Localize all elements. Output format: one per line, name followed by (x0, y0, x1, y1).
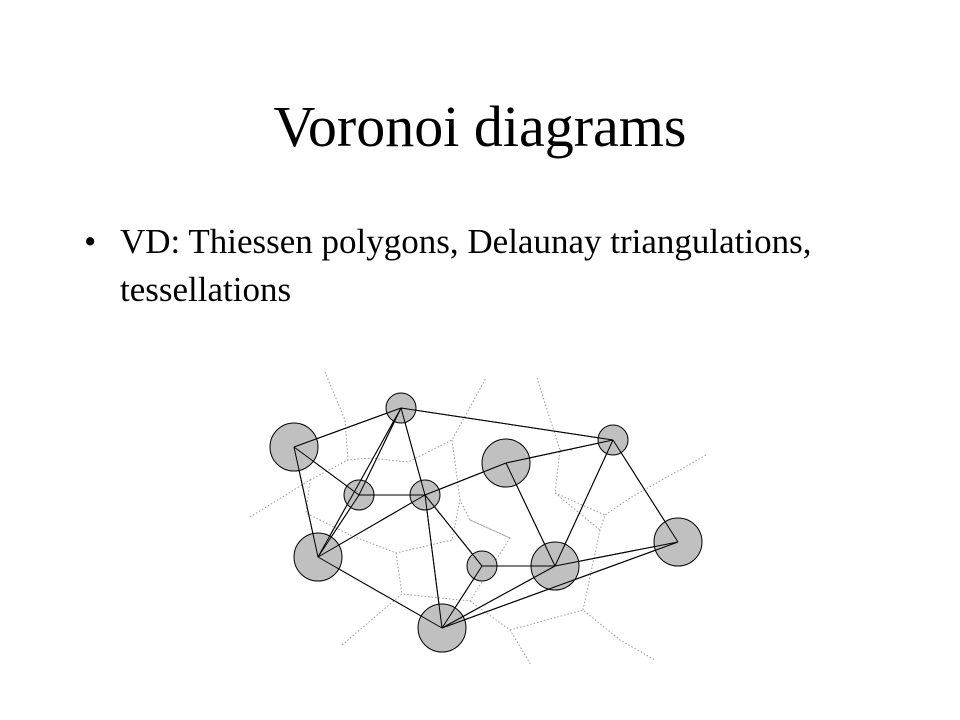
delaunay-edge (400, 407, 426, 496)
delaunay-edge (293, 446, 319, 558)
delaunay-edge (293, 407, 402, 448)
delaunay-edge (424, 494, 483, 567)
voronoi-edge (349, 439, 461, 554)
voronoi-edge (249, 479, 351, 536)
delaunay-edge (505, 439, 614, 464)
delaunay-edge (612, 439, 679, 543)
bullet-marker: • (84, 222, 97, 261)
delaunay-edges-overlay (293, 407, 679, 629)
delaunay-edge (424, 462, 507, 496)
voronoi-edge (554, 492, 606, 516)
bullet-text: VD: Thiessen polygons, Delaunay triangul… (120, 222, 812, 309)
bullet-list: • VD: Thiessen polygons, Delaunay triang… (84, 218, 904, 314)
delaunay-edge (317, 556, 443, 629)
voronoi-edge (395, 552, 403, 595)
delaunay-edge (400, 407, 614, 441)
delaunay-edge (358, 407, 402, 496)
delaunay-edge (441, 565, 483, 629)
voronoi-edge (309, 459, 349, 481)
delaunay-edge (441, 541, 679, 629)
delaunay-edge (424, 494, 443, 629)
delaunay-edge (317, 407, 402, 558)
voronoi-edge (509, 609, 656, 661)
delaunay-edge (505, 462, 556, 567)
voronoi-edge (469, 519, 511, 539)
delaunay-edge (293, 446, 360, 496)
voronoi-edge (536, 377, 601, 531)
delaunay-edge (441, 565, 556, 629)
bullet-item: • VD: Thiessen polygons, Delaunay triang… (84, 218, 904, 314)
delaunay-edge (554, 439, 614, 567)
voronoi-edge (469, 600, 532, 666)
voronoi-edges (249, 371, 707, 666)
delaunay-edge (554, 541, 679, 567)
delaunay-edge (317, 494, 360, 558)
slide-title: Voronoi diagrams (273, 94, 687, 159)
delaunay-edge (317, 494, 426, 558)
